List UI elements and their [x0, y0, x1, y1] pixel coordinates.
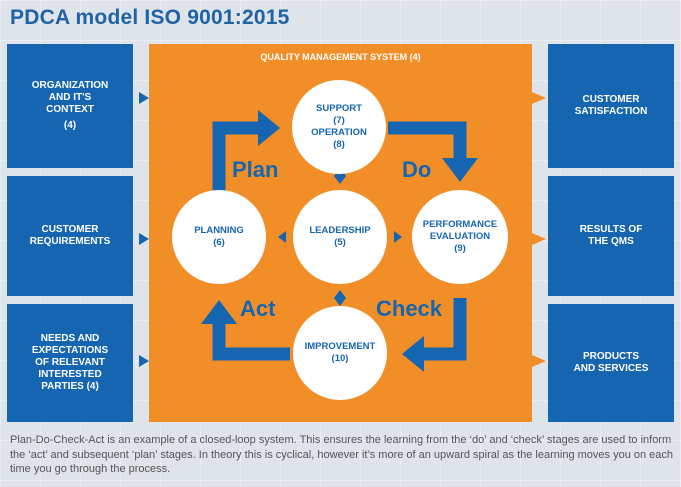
input-box-interested-parties: NEEDS AND EXPECTATIONS OF RELEVANT INTER… — [7, 304, 133, 422]
do-arrow — [388, 121, 467, 162]
node-label: PLANNING — [194, 225, 244, 236]
input-box-line: OF RELEVANT — [35, 357, 105, 368]
node-label: LEADERSHIP — [309, 225, 371, 236]
output-box-line: SATISFACTION — [574, 106, 648, 117]
output-pointer-icon — [532, 92, 546, 104]
output-box-products-services: PRODUCTS AND SERVICES — [548, 304, 674, 422]
input-box-line: INTERESTED — [38, 369, 102, 380]
input-box-line: CONTEXT — [46, 104, 94, 115]
leadership-node: LEADERSHIP (5) — [293, 190, 387, 284]
planning-node: PLANNING (6) — [172, 190, 266, 284]
page-title: PDCA model ISO 9001:2015 — [10, 6, 290, 29]
node-label: EVALUATION — [429, 231, 491, 242]
phase-label-plan: Plan — [232, 157, 279, 182]
node-clause-number: (8) — [333, 139, 345, 150]
support-operation-node: SUPPORT (7) OPERATION (8) — [292, 80, 386, 174]
check-arrow — [420, 298, 467, 361]
connector-diamond-icon — [278, 231, 286, 243]
output-pointer-icon — [532, 355, 546, 367]
input-box-line: NEEDS AND — [40, 333, 100, 344]
check-arrowhead-icon — [402, 336, 424, 372]
output-box-line: THE QMS — [588, 236, 634, 247]
output-pointer-icon — [532, 233, 546, 245]
input-pointer-icon — [139, 92, 149, 104]
performance-evaluation-node: PERFORMANCE EVALUATION (9) — [412, 190, 508, 284]
input-box-line: ORGANIZATION — [31, 80, 109, 91]
node-label: PERFORMANCE — [422, 219, 498, 230]
phase-label-act: Act — [240, 296, 276, 321]
improvement-node: IMPROVEMENT (10) — [293, 306, 387, 400]
node-clause-number: (5) — [334, 237, 346, 248]
input-box-line: REQUIREMENTS — [29, 236, 111, 247]
output-box-line: PRODUCTS — [582, 351, 640, 362]
output-box-line: AND SERVICES — [573, 363, 649, 374]
input-pointer-icon — [139, 355, 149, 367]
act-arrow — [212, 320, 290, 361]
caption-text: Plan-Do-Check-Act is an example of a clo… — [10, 434, 674, 475]
node-label: SUPPORT — [316, 103, 362, 114]
act-arrowhead-icon — [201, 300, 237, 324]
input-box-line: CUSTOMER — [41, 224, 99, 235]
output-box-results-of-qms: RESULTS OF THE QMS — [548, 176, 674, 296]
do-arrowhead-icon — [442, 158, 478, 182]
input-box-line: AND IT'S — [48, 92, 92, 103]
node-clause-number: (7) — [333, 115, 345, 126]
output-box-line: RESULTS OF — [579, 224, 643, 235]
input-box-organization-context: ORGANIZATION AND IT'S CONTEXT (4) — [7, 44, 133, 168]
input-box-line: PARTIES (4) — [41, 381, 99, 392]
node-clause-number: (6) — [213, 237, 225, 248]
output-box-line: CUSTOMER — [582, 94, 640, 105]
input-box-line: EXPECTATIONS — [31, 345, 109, 356]
plan-arrow — [212, 121, 262, 192]
node-clause-number: (10) — [331, 353, 349, 364]
connector-diamond-icon — [334, 290, 346, 306]
input-box-customer-requirements: CUSTOMER REQUIREMENTS — [7, 176, 133, 296]
plan-arrowhead-icon — [258, 110, 280, 146]
phase-label-do: Do — [402, 157, 432, 182]
connector-diamond-icon — [394, 231, 402, 243]
input-pointer-icon — [139, 233, 149, 245]
input-box-clause-number: (4) — [63, 120, 77, 131]
node-clause-number: (9) — [454, 243, 466, 254]
qms-label: QUALITY MANAGEMENT SYSTEM (4) — [260, 52, 421, 62]
output-box-customer-satisfaction: CUSTOMER SATISFACTION — [548, 44, 674, 168]
phase-label-check: Check — [376, 296, 443, 321]
node-label: OPERATION — [311, 127, 367, 138]
node-label: IMPROVEMENT — [304, 341, 376, 352]
